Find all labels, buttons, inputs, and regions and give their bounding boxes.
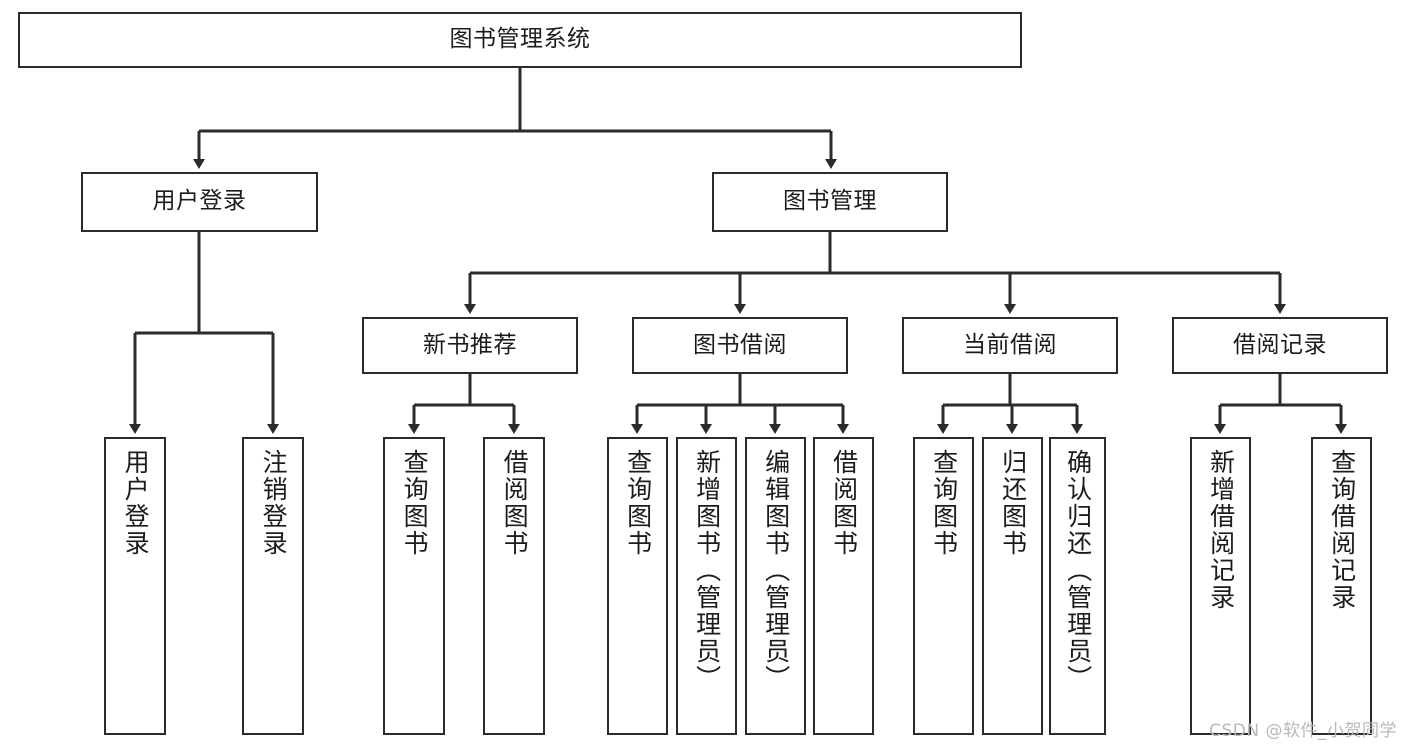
node-label: 用户登录 xyxy=(152,188,247,215)
node-label: 图书管理 xyxy=(783,188,877,215)
leaf-borrow-borrow-book[interactable]: 借阅图书 xyxy=(813,437,874,735)
node-label: 新增图书（管理员） xyxy=(692,449,722,692)
node-root-book-management-system[interactable]: 图书管理系统 xyxy=(18,12,1022,68)
node-label: 新书推荐 xyxy=(423,331,517,358)
node-label: 用户登录 xyxy=(121,449,151,557)
node-label: 借阅图书 xyxy=(500,449,530,557)
node-label: 编辑图书（管理员） xyxy=(761,449,791,692)
node-label: 图书管理系统 xyxy=(449,26,591,53)
node-label: 借阅记录 xyxy=(1233,331,1327,358)
node-current-borrow[interactable]: 当前借阅 xyxy=(902,317,1118,374)
node-label: 归还图书 xyxy=(998,449,1028,557)
leaf-recommend-borrow-book[interactable]: 借阅图书 xyxy=(483,437,545,735)
node-label: 图书借阅 xyxy=(693,331,787,358)
node-book-borrow[interactable]: 图书借阅 xyxy=(632,317,848,374)
leaf-current-return-book[interactable]: 归还图书 xyxy=(982,437,1043,735)
leaf-borrow-add-book-admin[interactable]: 新增图书（管理员） xyxy=(676,437,737,735)
leaf-current-confirm-return-admin[interactable]: 确认归还（管理员） xyxy=(1049,437,1106,735)
leaf-user-login-login[interactable]: 用户登录 xyxy=(104,437,166,735)
node-book-management[interactable]: 图书管理 xyxy=(712,172,948,232)
node-label: 借阅图书 xyxy=(829,449,859,557)
leaf-record-query-record[interactable]: 查询借阅记录 xyxy=(1311,437,1372,735)
leaf-user-login-logout[interactable]: 注销登录 xyxy=(242,437,304,735)
leaf-record-add-record[interactable]: 新增借阅记录 xyxy=(1190,437,1251,735)
node-borrow-record[interactable]: 借阅记录 xyxy=(1172,317,1388,374)
node-label: 确认归还（管理员） xyxy=(1063,449,1093,692)
leaf-current-query-book[interactable]: 查询图书 xyxy=(913,437,974,735)
node-label: 查询图书 xyxy=(623,449,653,557)
node-label: 当前借阅 xyxy=(963,331,1057,358)
leaf-borrow-query-book[interactable]: 查询图书 xyxy=(607,437,668,735)
node-label: 注销登录 xyxy=(259,449,289,557)
node-label: 查询图书 xyxy=(929,449,959,557)
node-user-login[interactable]: 用户登录 xyxy=(81,172,318,232)
leaf-recommend-query-book[interactable]: 查询图书 xyxy=(383,437,445,735)
watermark: CSDN @软件_小贺同学 xyxy=(1209,721,1397,741)
node-label: 新增借阅记录 xyxy=(1206,449,1236,611)
node-new-book-recommend[interactable]: 新书推荐 xyxy=(362,317,578,374)
leaf-borrow-edit-book-admin[interactable]: 编辑图书（管理员） xyxy=(745,437,806,735)
node-label: 查询图书 xyxy=(400,449,430,557)
node-label: 查询借阅记录 xyxy=(1327,449,1357,611)
